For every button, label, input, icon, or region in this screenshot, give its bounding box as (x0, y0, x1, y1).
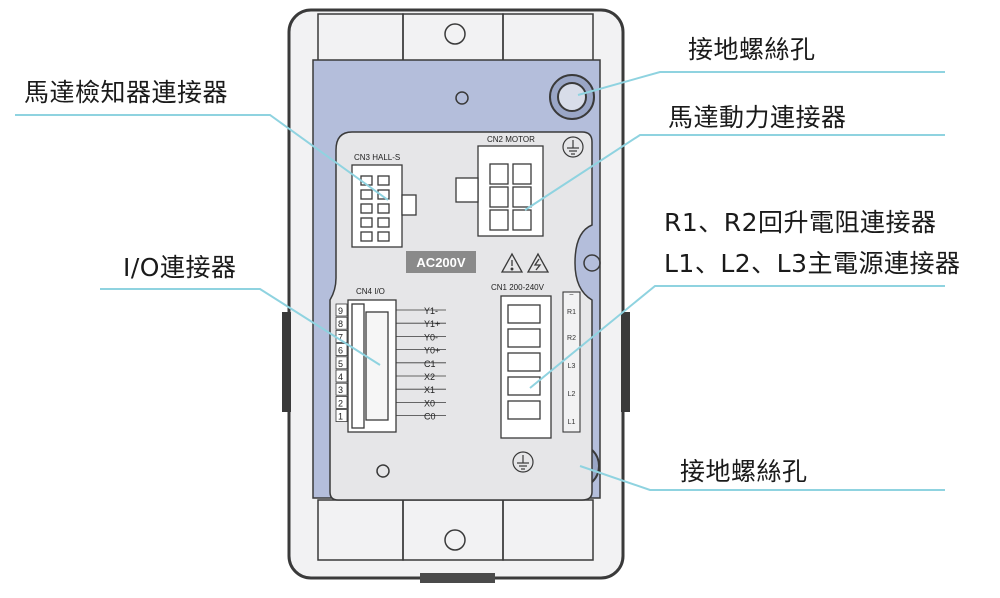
cn4-label: CN4 I/O (356, 287, 385, 296)
cn4-pin-table: 9 Y1- 8 Y1+ 7 Y0- 6 Y0+ 5 C1 4 X2 3 X1 2 X0 1 C0 (335, 303, 446, 423)
cn3-label: CN3 HALL-S (354, 153, 400, 162)
io-pin-box (335, 316, 348, 330)
callout-main-power: L1、L2、L3主電源連接器 (664, 249, 961, 278)
io-pin-number: 8 (338, 319, 343, 329)
power-terminal-label: R2 (567, 335, 576, 342)
io-pin-number: 1 (338, 412, 343, 422)
power-terminal-label: L3 (568, 363, 576, 370)
left-side-clip (282, 312, 291, 412)
io-pin-box (335, 303, 348, 317)
io-pin-box (335, 369, 348, 383)
warning-icon (500, 252, 524, 273)
power-terminal-label: R1 (567, 309, 576, 316)
callout-motor-sensor: 馬達檢知器連接器 (24, 78, 229, 107)
leader-power (529, 285, 945, 389)
io-pin-box (335, 382, 348, 396)
callout-ground-bottom: 接地螺絲孔 (680, 457, 808, 486)
io-pin-box (335, 343, 348, 357)
io-pin-number: 9 (338, 306, 343, 316)
leader-ground-top (577, 71, 945, 96)
cn2-connector (455, 145, 544, 237)
io-signal-label: X0 (424, 398, 435, 408)
io-pin-number: 5 (338, 359, 343, 369)
cn3-connector (351, 164, 417, 248)
panel-screw-right (583, 254, 601, 272)
ground-screw-top (549, 74, 595, 120)
power-terminal-label: L1 (568, 419, 576, 426)
panel-screw-bottom (376, 464, 390, 478)
power-terminal-label: – (570, 291, 574, 298)
cn1-label: CN1 200-240V (491, 283, 545, 292)
io-signal-label: X1 (424, 385, 435, 395)
electric-shock-warning-icon (526, 252, 550, 273)
voltage-badge (406, 251, 476, 273)
callout-motor-power: 馬達動力連接器 (668, 103, 847, 132)
io-signal-label: C1 (424, 359, 436, 369)
cn4-connector (347, 299, 397, 433)
io-pin-number: 2 (338, 398, 343, 408)
io-pin-number: 3 (338, 385, 343, 395)
bottom-mount-hole (444, 529, 466, 551)
io-signal-label: X2 (424, 372, 435, 382)
leader-io (100, 288, 381, 366)
io-pin-box (335, 356, 348, 370)
callout-ground-top: 接地螺絲孔 (688, 35, 816, 64)
cn1-connector (500, 295, 552, 439)
callout-io: I/O連接器 (123, 253, 237, 282)
io-pin-box (335, 409, 348, 423)
io-pin-box (335, 395, 348, 409)
earth-symbol-bottom-icon (512, 451, 534, 473)
top-mount-hole (444, 23, 466, 45)
io-signal-label: Y0- (424, 332, 438, 342)
power-terminal-label: L2 (568, 391, 576, 398)
cn2-label: CN2 MOTOR (487, 135, 535, 144)
io-pin-number: 4 (338, 372, 343, 382)
io-signal-label: Y0+ (424, 346, 440, 356)
io-signal-label: Y1+ (424, 319, 440, 329)
voltage-badge-text: AC200V (416, 255, 465, 270)
callout-regen: R1、R2回升電阻連接器 (664, 208, 937, 237)
earth-symbol-icon (562, 136, 584, 158)
right-side-clip (621, 312, 630, 412)
plate-hole (455, 91, 469, 105)
io-pin-number: 7 (338, 332, 343, 342)
io-signal-label: Y1- (424, 306, 438, 316)
io-signal-label: C0 (424, 412, 436, 422)
leader-ground-bottom (579, 465, 945, 491)
leader-motor-power (524, 134, 945, 211)
bottom-strip (420, 573, 495, 583)
leader-motor-sensor (15, 114, 389, 201)
io-pin-number: 6 (338, 346, 343, 356)
leader-lines (15, 71, 945, 491)
